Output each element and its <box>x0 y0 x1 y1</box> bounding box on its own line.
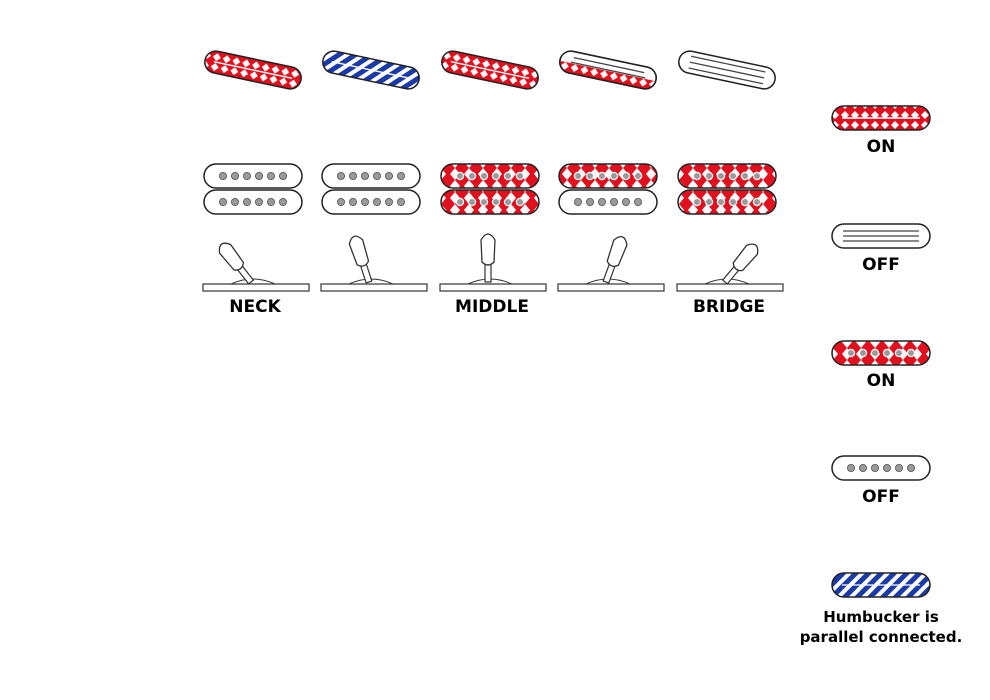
legend-single-off-label: OFF <box>862 255 900 275</box>
single-coil-pickup <box>204 50 302 90</box>
selector-switch-icon <box>439 233 547 292</box>
position-label: NECK <box>229 297 281 317</box>
position-label: MIDDLE <box>455 297 529 317</box>
humbucker-coil <box>203 163 303 189</box>
legend-coil-on-icon <box>831 340 931 366</box>
humbucker-coil <box>440 189 540 215</box>
legend-coil-off-label: OFF <box>862 487 900 507</box>
single-coil-pickup <box>559 50 657 90</box>
humbucker-pickup <box>321 163 421 215</box>
selector-switch-icon <box>557 236 665 292</box>
position-label: BRIDGE <box>693 297 765 317</box>
humbucker-coil <box>440 163 540 189</box>
legend-coil-on-label: ON <box>867 371 896 391</box>
humbucker-coil <box>321 189 421 215</box>
single-coil-pickup <box>441 50 539 90</box>
legend-parallel-label-line2: parallel connected. <box>800 628 963 646</box>
humbucker-pickup <box>440 163 540 215</box>
switch-position-3: MIDDLE <box>439 50 547 317</box>
selector-switch-icon <box>202 242 310 292</box>
humbucker-coil <box>677 189 777 215</box>
humbucker-pickup <box>203 163 303 215</box>
humbucker-coil <box>558 189 658 215</box>
legend-single-on-label: ON <box>867 137 896 157</box>
legend: ON OFF ON OFF Humbucker is parallel conn… <box>800 105 963 646</box>
single-coil-pickup <box>322 50 420 90</box>
humbucker-coil <box>677 163 777 189</box>
humbucker-pickup <box>558 163 658 215</box>
legend-coil-off-icon <box>831 455 931 481</box>
single-coil-pickup <box>678 50 776 90</box>
humbucker-pickup <box>677 163 777 215</box>
humbucker-coil <box>558 163 658 189</box>
selector-switch-icon <box>676 243 784 292</box>
selector-switch-icon <box>320 235 428 292</box>
switch-position-1: NECK <box>202 50 310 317</box>
switch-position-5: BRIDGE <box>676 50 784 317</box>
humbucker-coil <box>321 163 421 189</box>
humbucker-coil <box>203 189 303 215</box>
switch-position-2 <box>320 50 428 292</box>
legend-parallel-label-line1: Humbucker is <box>823 608 939 626</box>
switch-position-4 <box>557 50 665 292</box>
